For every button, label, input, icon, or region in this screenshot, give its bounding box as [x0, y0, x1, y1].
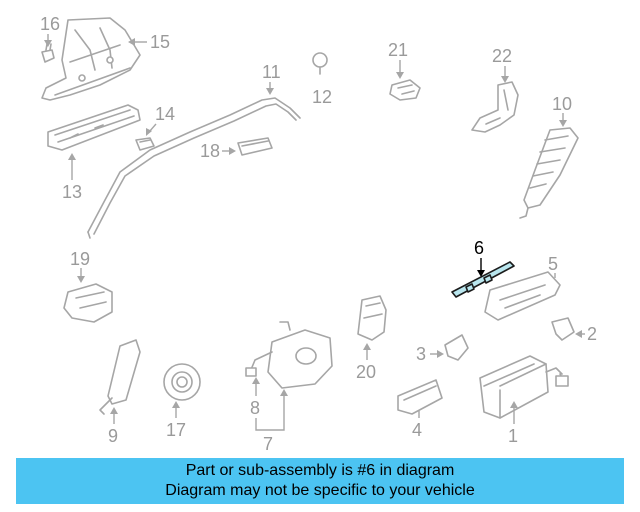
info-banner: Part or sub-assembly is #6 in diagram Di… — [16, 458, 624, 504]
callout-7: 7 — [263, 434, 273, 454]
callout-8: 8 — [250, 398, 260, 418]
part-14-nut — [135, 137, 155, 151]
part-16-bolt — [41, 43, 55, 63]
part-21-sensor — [389, 79, 421, 101]
callout-9: 9 — [108, 426, 118, 446]
callout-15: 15 — [150, 32, 170, 52]
callout-5: 5 — [548, 254, 558, 274]
part-10-side-airbag — [519, 127, 579, 219]
callout-21: 21 — [388, 40, 408, 60]
part-3-bracket — [444, 334, 469, 361]
callout-10: 10 — [552, 94, 572, 114]
banner-line-2: Diagram may not be specific to your vehi… — [165, 482, 475, 499]
callout-16: 16 — [40, 14, 60, 34]
callout-11: 11 — [262, 62, 281, 82]
callout-13: 13 — [62, 182, 82, 202]
callout-14: 14 — [155, 104, 175, 124]
callout-4: 4 — [412, 420, 422, 440]
callout-17: 17 — [166, 420, 186, 440]
part-9-belt — [99, 339, 141, 415]
part-7-driver-airbag — [245, 321, 333, 389]
part-22-bracket — [471, 81, 519, 133]
banner-line-1: Part or sub-assembly is #6 in diagram — [185, 462, 455, 479]
callout-2: 2 — [587, 324, 597, 344]
callout-19: 19 — [70, 249, 90, 269]
part-2-clip — [551, 317, 575, 341]
part-15-bracket — [41, 17, 141, 101]
part-1-airbag-module — [479, 355, 569, 419]
part-4-bracket — [397, 379, 443, 415]
parts-diagram: 16 15 13 14 11 12 18 — [40, 14, 597, 454]
part-20-sensor — [357, 295, 387, 341]
part-17-clockspring — [163, 363, 201, 401]
part-11-curtain-airbag — [87, 97, 301, 239]
part-5-bracket — [484, 271, 561, 321]
callout-12: 12 — [312, 87, 332, 107]
part-18-module — [237, 137, 273, 156]
callout-20: 20 — [356, 362, 376, 382]
part-19-retractor — [63, 283, 113, 323]
callout-3: 3 — [416, 344, 426, 364]
part-13-rail — [47, 104, 141, 151]
callout-18: 18 — [200, 141, 220, 161]
callout-1: 1 — [508, 426, 518, 446]
part-12-grommet — [312, 52, 328, 75]
part-6-highlighted — [451, 261, 515, 298]
callout-6: 6 — [474, 238, 484, 258]
callout-22: 22 — [492, 46, 512, 66]
